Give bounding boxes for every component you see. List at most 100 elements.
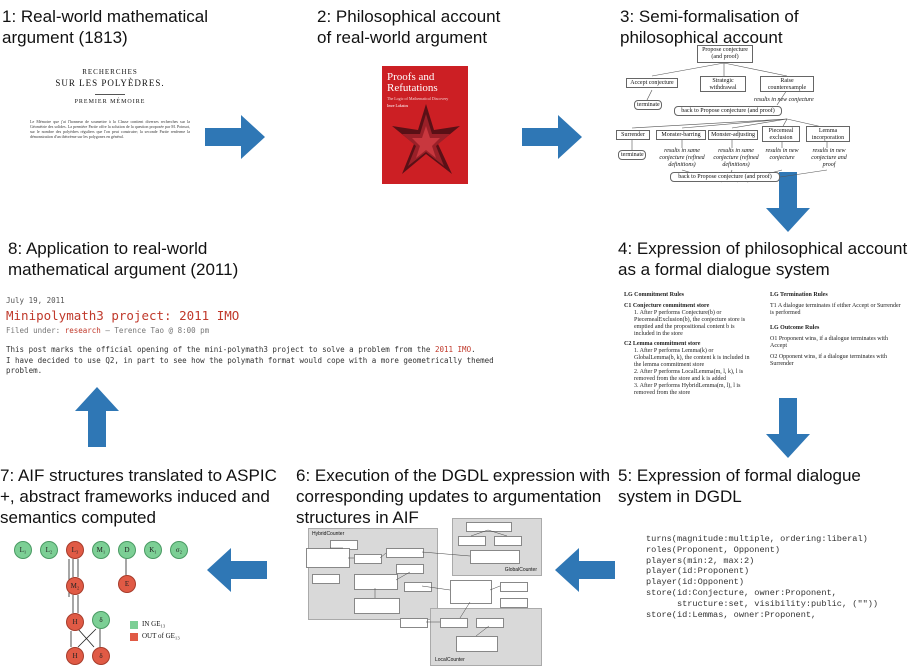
node-m2: M₂	[66, 577, 84, 595]
node-terminate-2: terminate	[618, 150, 646, 160]
legend-in-swatch	[130, 621, 138, 629]
node-sigma2: σ₂	[170, 541, 188, 559]
aif-node	[450, 580, 492, 604]
o2-rule: O2 Opponent wins, if a dialogue terminat…	[770, 354, 887, 367]
lg-outcome-rules-heading: LG Outcome Rules	[770, 325, 820, 331]
node-k1: K₁	[144, 541, 162, 559]
left-arrow-icon	[555, 548, 615, 592]
right-arrow-icon	[522, 115, 582, 159]
panel-8-blog-post: July 19, 2011 Minipolymath3 project: 201…	[6, 296, 566, 376]
c2-item-3: 3. After P performs HybridLemma(m, l), l…	[634, 383, 741, 396]
paper-memoire: PREMIER MÉMOIRE	[74, 99, 146, 105]
local-counter-label: LocalCounter	[435, 657, 465, 663]
panel-6-aif: HybridCounter GlobalCounter LocalCounter	[300, 518, 550, 666]
label-same-conjecture-2: results in same conjecture (refined defi…	[713, 148, 759, 168]
node-lemma-incorporation: Lemma incorporation	[806, 126, 850, 142]
aif-node	[456, 636, 498, 652]
node-l1: L₁	[14, 541, 32, 559]
aif-node	[470, 550, 520, 564]
aif-node	[386, 548, 424, 558]
caption-2: 2: Philosophical account of real-world a…	[317, 7, 501, 47]
label-same-conjecture-1: results in same conjecture (refined defi…	[659, 148, 705, 168]
aif-node	[440, 618, 468, 628]
c1-item: 1. After P performs Conjecture(b) or Pie…	[634, 310, 746, 337]
framework-edges	[68, 559, 127, 648]
aif-node	[466, 522, 512, 532]
c2-heading: C2 Lemma commitment store	[624, 341, 701, 347]
node-h-bottom: H	[66, 647, 84, 665]
caption-3: 3: Semi-formalisation of philosophical a…	[620, 7, 799, 47]
divider	[95, 94, 125, 95]
up-arrow-icon	[75, 387, 119, 447]
label-new-conjecture-2: results in new conjecture	[765, 148, 799, 161]
aif-node	[458, 536, 486, 546]
c2-item-1: 1. After P performs Lemma(k) or GlobalLe…	[634, 348, 750, 368]
aif-node	[476, 618, 504, 628]
global-counter-label: GlobalCounter	[504, 567, 537, 573]
node-strategic-withdrawal: Strategic withdrawal	[700, 76, 746, 92]
t1-rule: T1 A dialogue terminates if either Accep…	[770, 303, 901, 316]
caption-1: 1: Real-world mathematical argument (181…	[2, 7, 208, 47]
node-accept-conjecture: Accept conjecture	[626, 78, 678, 88]
research-link[interactable]: research	[64, 326, 101, 335]
aif-node	[354, 598, 400, 614]
caption-6: 6: Execution of the DGDL expression with…	[296, 466, 611, 527]
c1-heading: C1 Conjecture commitment store	[624, 303, 710, 309]
book-subtitle: The Logic of Mathematical Discovery	[387, 96, 449, 101]
caption-4: 4: Expression of philosophical account a…	[618, 239, 908, 279]
post-title[interactable]: Minipolymath3 project: 2011 IMO	[6, 308, 240, 323]
node-back-to-propose: back to Propose conjecture (and proof)	[674, 106, 782, 116]
panel-1-paper: RECHERCHES SUR LES POLYÈDRES. PREMIER MÉ…	[30, 68, 190, 183]
caption-5: 5: Expression of formal dialogue system …	[618, 466, 861, 506]
panel-4-rules: LG Commitment Rules C1 Conjecture commit…	[624, 292, 906, 402]
node-monster-barring: Monster-barring	[656, 130, 706, 140]
imo-link[interactable]: 2011 IMO	[434, 345, 472, 354]
post-body-p1-end: .	[471, 345, 476, 354]
post-body-p2: I have decided to use Q2, in part to see…	[6, 355, 494, 376]
label-new-conjecture: results in new conjecture	[754, 97, 814, 103]
node-d: D	[118, 541, 136, 559]
c2-item-2: 2. After P performs LocalLemma(m, l, k),…	[634, 369, 744, 382]
book-title: Proofs and Refutations	[387, 71, 438, 94]
lg-termination-rules-heading: LG Termination Rules	[770, 292, 828, 298]
aif-node	[400, 618, 428, 628]
node-terminate: terminate	[634, 100, 662, 110]
aif-node	[312, 574, 340, 584]
legend-out-swatch	[130, 633, 138, 641]
right-arrow-icon	[205, 115, 265, 159]
label-new-conjecture-proof: results in new conjecture and proof	[811, 148, 847, 168]
aif-node	[500, 598, 528, 608]
node-piecemeal-exclusion: Piecemeal exclusion	[762, 126, 800, 142]
o1-rule: O1 Proponent wins, if a dialogue termina…	[770, 336, 888, 349]
node-raise-counterexample: Raise counterexample	[760, 76, 814, 92]
star-polyhedron-icon	[392, 104, 460, 174]
node-m1: M₁	[92, 541, 110, 559]
aif-node	[404, 582, 432, 592]
panel-3-flowchart: Propose conjecture (and proof) Accept co…	[612, 44, 908, 184]
caption-7: 7: AIF structures translated to ASPIC +,…	[0, 466, 277, 527]
aif-node	[354, 554, 382, 564]
lg-commitment-rules-heading: LG Commitment Rules	[624, 292, 684, 298]
node-propose-conjecture: Propose conjecture (and proof)	[697, 45, 753, 63]
post-date: July 19, 2011	[6, 296, 65, 305]
node-l3: L₃	[66, 541, 84, 559]
filed-under-label: Filed under:	[6, 326, 65, 335]
node-h: H	[66, 613, 84, 631]
paper-title-line1: RECHERCHES	[82, 68, 138, 76]
paper-title-line2: SUR LES POLYÈDRES.	[55, 78, 165, 88]
panel-7-framework: L₁ L₂ L₃ M₁ D K₁ σ₂ M₂ E H δ H δ IN GE₁₃…	[8, 535, 198, 667]
aif-node	[500, 582, 528, 592]
node-surrender: Surrender	[616, 130, 650, 140]
node-back-to-propose-2: back to Propose conjecture (and proof)	[670, 172, 780, 182]
node-e: E	[118, 575, 136, 593]
book-author: Imre Lakatos	[387, 103, 409, 108]
aif-node	[354, 574, 398, 590]
post-body-p1: This post marks the official opening of …	[6, 345, 435, 354]
down-arrow-icon	[766, 172, 810, 232]
node-delta-bottom: δ	[92, 647, 110, 665]
book-cover: Proofs and Refutations The Logic of Math…	[382, 66, 468, 184]
caption-8: 8: Application to real-world mathematica…	[8, 239, 239, 279]
node-delta: δ	[92, 611, 110, 629]
aif-edges	[330, 529, 508, 637]
aif-node	[396, 564, 424, 574]
